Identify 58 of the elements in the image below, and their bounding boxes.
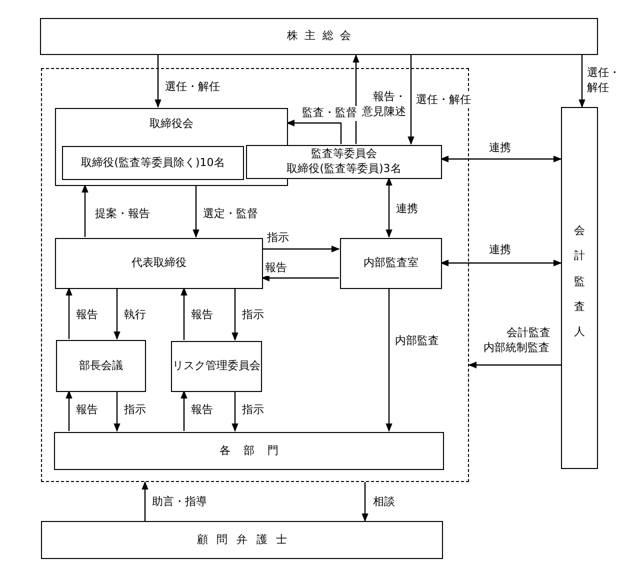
box-label: 代表取締役 bbox=[132, 256, 186, 271]
box-label: 会計監査人 bbox=[574, 223, 585, 340]
arrow bbox=[82, 184, 88, 237]
arrow bbox=[192, 185, 200, 238]
arrow bbox=[286, 120, 342, 144]
vertical-box bbox=[561, 107, 598, 469]
process-box bbox=[56, 340, 146, 392]
arrow bbox=[262, 246, 340, 252]
arrow bbox=[154, 55, 162, 108]
arrow bbox=[180, 390, 188, 431]
edge-label: 相談 bbox=[373, 495, 395, 510]
process-box bbox=[55, 238, 263, 289]
arrow bbox=[66, 390, 72, 431]
arrow bbox=[408, 55, 414, 145]
arrow bbox=[180, 287, 188, 340]
box-label: 内部監査室 bbox=[364, 256, 418, 271]
box-label: 顧問弁護士 bbox=[196, 532, 296, 548]
edge-label: 監査・監督 bbox=[302, 106, 357, 121]
arrow bbox=[261, 274, 339, 282]
arrow bbox=[114, 391, 120, 432]
arrow bbox=[386, 288, 392, 432]
process-box bbox=[41, 521, 443, 559]
arrow bbox=[232, 288, 238, 341]
arrow bbox=[114, 288, 120, 340]
box-label: 株主総会 bbox=[286, 29, 358, 44]
box-label: リスク管理委員会 bbox=[172, 359, 260, 374]
edge-label: 提案・報告 bbox=[95, 207, 150, 222]
arrow bbox=[66, 287, 72, 339]
arrow bbox=[468, 362, 561, 368]
process-box bbox=[340, 238, 442, 289]
arrow bbox=[386, 177, 392, 238]
box-label: 取締役(監査等委員除く)10名 bbox=[81, 156, 225, 170]
box-label: 取締役会 bbox=[150, 117, 194, 132]
process-box bbox=[55, 108, 288, 186]
edge-label: 報告 bbox=[76, 308, 98, 323]
process-box bbox=[54, 432, 444, 470]
box-label: 部長会議 bbox=[79, 358, 123, 374]
process-box bbox=[246, 145, 442, 179]
edge-label: 報告 bbox=[265, 261, 287, 276]
edge-label: 報告 bbox=[76, 403, 98, 418]
edge-label: 報告 bbox=[191, 403, 213, 418]
edge-label: 助言・指導 bbox=[152, 495, 207, 510]
arrow bbox=[142, 481, 148, 521]
dashed-boundary bbox=[41, 68, 469, 482]
arrow bbox=[232, 391, 238, 432]
process-box bbox=[62, 146, 244, 180]
arrow bbox=[440, 260, 562, 266]
box-subtitle: 取締役(監査等委員)3名 bbox=[286, 162, 402, 177]
arrow bbox=[362, 482, 368, 522]
box-label: 各部門 bbox=[218, 444, 292, 458]
edge-label: 報告 bbox=[191, 308, 213, 323]
edge-label: 選定・監督 bbox=[203, 207, 258, 222]
arrow bbox=[440, 156, 562, 162]
process-box bbox=[171, 341, 262, 392]
box-title: 監査等委員会 bbox=[311, 147, 377, 162]
process-box bbox=[40, 18, 598, 55]
edge-label: 選任・解任 bbox=[416, 93, 471, 108]
arrow bbox=[578, 55, 586, 108]
